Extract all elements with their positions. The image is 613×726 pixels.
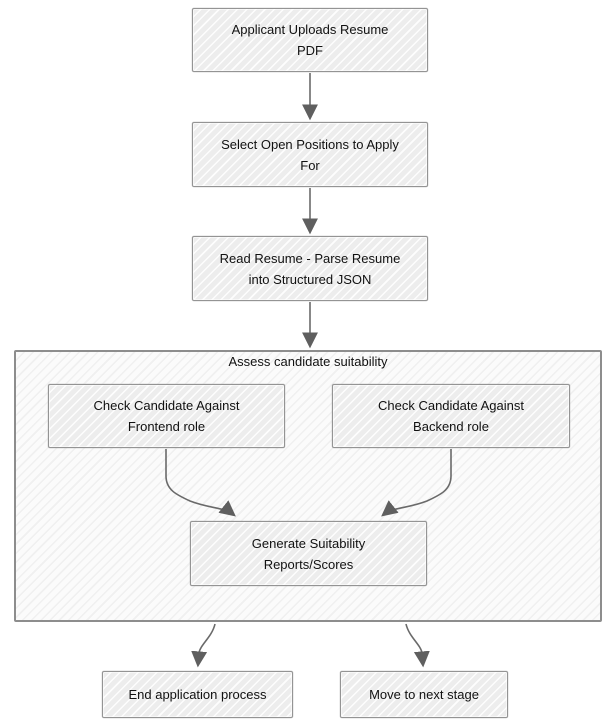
node-end-application-process: End application process: [102, 671, 293, 718]
node-select-open-positions: Select Open Positions to Apply For: [192, 122, 428, 187]
node-label: Check Candidate Against Backend role: [378, 398, 524, 434]
subgraph-title: Assess candidate suitability: [228, 354, 388, 369]
node-label: End application process: [128, 687, 267, 702]
node-applicant-uploads-resume: Applicant Uploads Resume PDF: [192, 8, 428, 72]
node-label: Select Open Positions to Apply For: [221, 136, 399, 173]
node-move-to-next-stage: Move to next stage: [340, 671, 508, 718]
node-label: Move to next stage: [369, 687, 479, 702]
node-label: Applicant Uploads Resume PDF: [231, 22, 389, 58]
node-label: Read Resume - Parse Resume into Structur…: [219, 250, 401, 287]
edge-subgraph-to-move: [405, 623, 430, 668]
node-label: Check Candidate Against Frontend role: [93, 398, 240, 434]
node-read-parse-resume: Read Resume - Parse Resume into Structur…: [192, 236, 428, 301]
node-label: Generate Suitability Reports/Scores: [251, 535, 366, 572]
edge-subgraph-to-end: [191, 623, 216, 668]
node-generate-suitability-reports: Generate Suitability Reports/Scores: [190, 521, 427, 586]
node-check-frontend-role: Check Candidate Against Frontend role: [48, 384, 285, 448]
node-check-backend-role: Check Candidate Against Backend role: [332, 384, 570, 448]
